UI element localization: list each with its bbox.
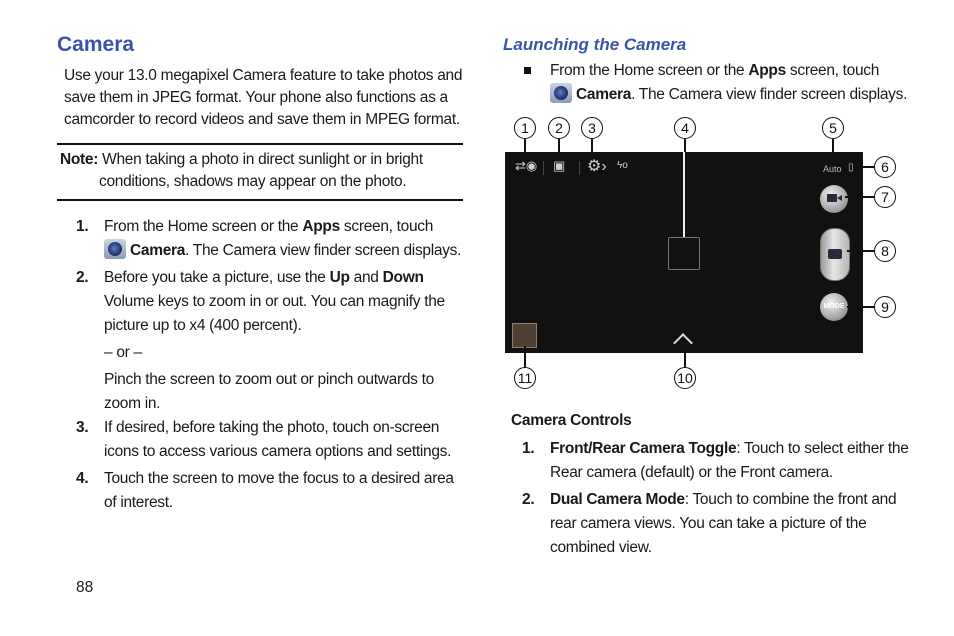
bullet-text: . The Camera view finder screen displays… — [631, 86, 908, 103]
callout-9-leader — [847, 306, 875, 308]
focus-box[interactable] — [668, 237, 700, 270]
callout-1-leader — [524, 139, 526, 156]
step-text: Touch the screen to move the focus to a … — [104, 470, 454, 511]
step-text: and — [349, 269, 383, 286]
callout-10-leader — [684, 349, 686, 368]
callout-6-leader — [855, 166, 875, 168]
dual-camera-mode-icon[interactable]: ▣ — [553, 158, 566, 173]
front-rear-camera-toggle-icon[interactable]: ⇄◉ — [515, 158, 538, 173]
step-text: Before you take a picture, use the — [104, 269, 330, 286]
step-number: 2. — [76, 269, 89, 286]
control-name: Dual Camera Mode — [550, 491, 685, 508]
callout-2-leader — [558, 139, 560, 156]
storage-icon: ▯ — [848, 162, 854, 173]
flash-icon[interactable]: ϟo — [617, 160, 628, 171]
launch-bullet: From the Home screen or the Apps screen,… — [550, 59, 930, 107]
section-title: Launching the Camera — [503, 35, 687, 54]
toolbar-divider — [579, 161, 580, 175]
callout-6: 6 — [874, 156, 896, 178]
camera-app-icon — [550, 83, 572, 103]
note-box: Note: When taking a photo in direct sunl… — [60, 149, 460, 193]
note-text-line2: conditions, shadows may appear on the ph… — [99, 173, 407, 190]
control-number: 1. — [522, 440, 535, 457]
step-text: . The Camera view finder screen displays… — [185, 242, 462, 259]
callout-4-leader — [684, 139, 686, 153]
apps-bold: Apps — [748, 62, 786, 79]
step-number: 4. — [76, 470, 89, 487]
callout-7: 7 — [874, 186, 896, 208]
camera-shutter-button[interactable] — [820, 228, 850, 281]
callout-8-leader — [847, 250, 875, 252]
auto-mode-label: Auto — [823, 164, 842, 174]
intro-paragraph: Use your 13.0 megapixel Camera feature t… — [64, 67, 463, 128]
note-text-line1: When taking a photo in direct sunlight o… — [102, 151, 423, 168]
callout-8: 8 — [874, 240, 896, 262]
callout-2: 2 — [548, 117, 570, 139]
callout-10: 10 — [674, 367, 696, 389]
bullet-text: From the Home screen or the — [550, 62, 749, 79]
up-bold: Up — [329, 269, 350, 286]
note-top-divider — [57, 143, 463, 145]
callout-5-leader — [832, 139, 834, 163]
or-separator: – or – — [104, 344, 142, 361]
bullet-square-icon — [524, 67, 531, 74]
bullet-text: screen, touch — [785, 62, 880, 79]
note-label: Note: — [60, 151, 99, 168]
chevron-up-icon[interactable] — [673, 333, 693, 353]
step-text: Volume keys to zoom in or out. You can m… — [104, 293, 445, 334]
camera-viewfinder-screen[interactable]: ⇄◉ ▣ ⚙› ϟo Auto ▯ MODE — [505, 152, 863, 353]
step-text: screen, touch — [339, 218, 434, 235]
callout-5: 5 — [822, 117, 844, 139]
camera-controls-heading: Camera Controls — [511, 412, 632, 429]
camera-app-icon — [104, 239, 126, 259]
camcorder-button[interactable] — [820, 185, 848, 213]
camera-bold: Camera — [576, 86, 632, 103]
video-camera-icon-lens — [837, 195, 842, 201]
video-camera-icon — [827, 194, 837, 202]
callout-7-leader — [845, 196, 875, 198]
apps-bold: Apps — [302, 218, 340, 235]
control-desc: : Touch to select either the Rear camera… — [550, 440, 909, 481]
image-viewer-thumbnail[interactable] — [512, 323, 537, 348]
callout-4: 4 — [674, 117, 696, 139]
callout-1: 1 — [514, 117, 536, 139]
page-title: Camera — [57, 33, 135, 56]
control-number: 2. — [522, 491, 535, 508]
callout-3-leader — [591, 139, 593, 156]
control-name: Front/Rear Camera Toggle — [550, 440, 737, 457]
page-number: 88 — [76, 579, 94, 596]
step-number: 3. — [76, 419, 89, 436]
note-bottom-divider — [57, 199, 463, 201]
step-text: If desired, before taking the photo, tou… — [104, 419, 452, 460]
down-bold: Down — [382, 269, 424, 286]
callout-11: 11 — [514, 367, 536, 389]
step-text: From the Home screen or the — [104, 218, 303, 235]
mode-button[interactable]: MODE — [820, 293, 848, 321]
control-desc: : Touch to combine the front and rear ca… — [550, 491, 897, 556]
settings-gear-icon[interactable]: ⚙› — [587, 158, 607, 175]
toolbar-divider — [543, 161, 544, 175]
focus-leader — [683, 152, 685, 237]
callout-11-leader — [524, 346, 526, 368]
step-number: 1. — [76, 218, 89, 235]
step-alt-text: Pinch the screen to zoom out or pinch ou… — [104, 371, 434, 412]
camera-bold: Camera — [130, 242, 186, 259]
callout-3: 3 — [581, 117, 603, 139]
callout-9: 9 — [874, 296, 896, 318]
camera-icon — [828, 249, 842, 259]
